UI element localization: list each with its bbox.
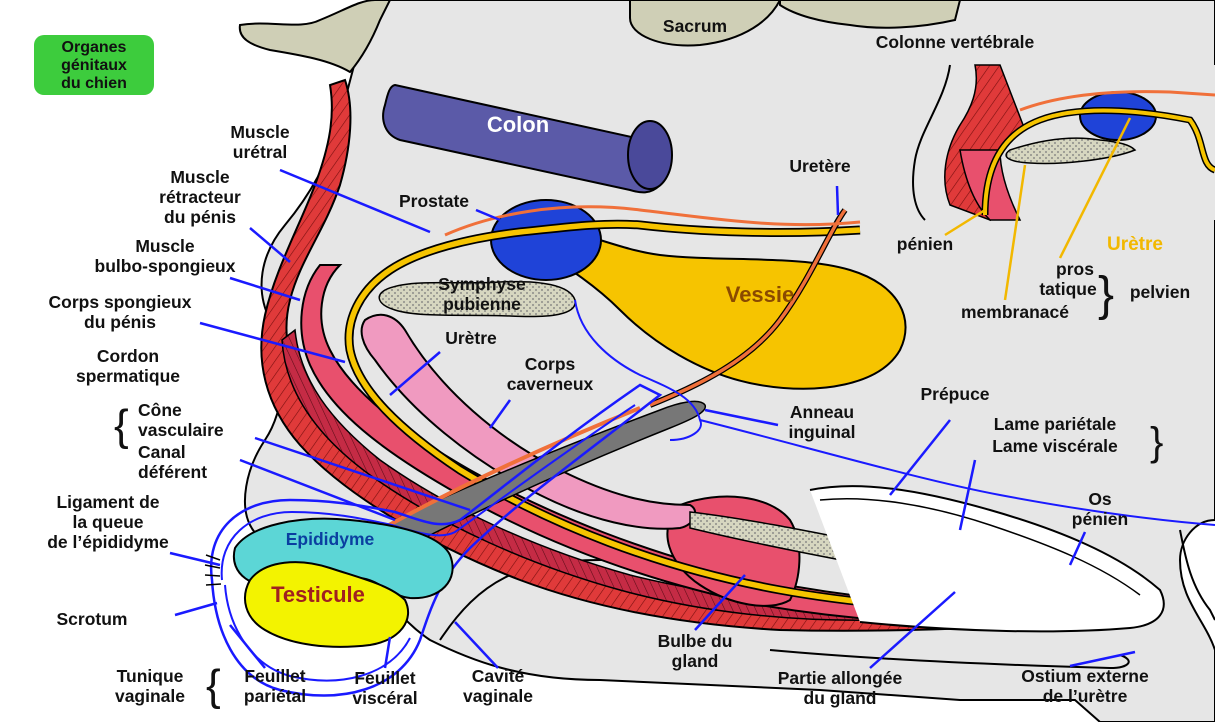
label-ostium-2: de l’urètre — [1043, 686, 1128, 706]
label-feuillet-vis-2: viscéral — [352, 688, 417, 708]
label-lame-par: Lame pariétale — [994, 414, 1117, 434]
label-cone-1: Cône — [138, 400, 182, 420]
label-brace-3: } — [1150, 420, 1163, 464]
title-line-1: Organes — [62, 39, 127, 56]
label-tunique-1: Tunique — [117, 666, 184, 686]
label-partie-2: du gland — [804, 688, 877, 708]
label-partie-1: Partie allongée — [778, 668, 903, 688]
label-retracteur-1: Muscle — [170, 167, 230, 187]
label-epididyme: Epididyme — [286, 529, 375, 549]
label-tunique-2: vaginale — [115, 686, 185, 706]
label-bulbo-2: bulbo-spongieux — [95, 256, 236, 276]
label-bulbe-1: Bulbe du — [658, 631, 733, 651]
label-brace-1: { — [114, 401, 129, 450]
title-line-2: génitaux — [61, 57, 127, 74]
title-line-3: du chien — [61, 75, 127, 92]
inset-brace: } — [1098, 268, 1114, 321]
label-testicule: Testicule — [271, 582, 365, 607]
label-anneau-2: inguinal — [788, 422, 855, 442]
label-bulbe-2: gland — [672, 651, 719, 671]
label-symphyse-1: Symphyse — [438, 274, 526, 294]
label-scrotum: Scrotum — [57, 609, 128, 629]
label-feuillet-par-1: Feuillet — [244, 666, 305, 686]
label-caverneux-2: caverneux — [507, 374, 594, 394]
title-badge: Organes génitaux du chien — [34, 35, 154, 95]
label-vessie: Vessie — [726, 282, 795, 307]
label-uretere: Uretère — [789, 156, 851, 176]
label-muscle-uretral-1: Muscle — [230, 122, 290, 142]
label-canal-1: Canal — [138, 442, 186, 462]
label-prepuce: Prépuce — [920, 384, 989, 404]
label-cavite-2: vaginale — [463, 686, 533, 706]
label-symphyse-2: pubienne — [443, 294, 521, 314]
label-retracteur-3: du pénis — [164, 207, 236, 227]
label-ligament-2: la queue — [73, 512, 144, 532]
label-os-1: Os — [1088, 489, 1112, 509]
label-caverneux-1: Corps — [525, 354, 576, 374]
label-cordon-2: spermatique — [76, 366, 180, 386]
label-colon: Colon — [487, 112, 549, 137]
label-cavite-1: Cavité — [472, 666, 525, 686]
inset-label-uretre: Urètre — [1107, 234, 1163, 255]
label-retracteur-2: rétracteur — [159, 187, 241, 207]
label-cordon-1: Cordon — [97, 346, 159, 366]
label-bulbo-1: Muscle — [135, 236, 195, 256]
label-colonne: Colonne vertébrale — [876, 32, 1035, 52]
label-ligament-1: Ligament de — [56, 492, 159, 512]
label-canal-2: déférent — [138, 462, 207, 482]
prostate — [491, 200, 601, 280]
label-lame-vis: Lame viscérale — [992, 436, 1118, 456]
inset-label-pelvien: pelvien — [1130, 282, 1190, 302]
label-os-2: pénien — [1072, 509, 1128, 529]
label-brace-2: { — [206, 661, 221, 710]
inset-label-pros: pros — [1056, 259, 1094, 279]
label-ostium-1: Ostium externe — [1021, 666, 1149, 686]
label-prostate: Prostate — [399, 191, 469, 211]
inset-label-tatique: tatique — [1039, 279, 1097, 299]
label-anneau-1: Anneau — [790, 402, 854, 422]
label-sacrum: Sacrum — [663, 16, 727, 36]
label-feuillet-vis-1: Feuillet — [354, 668, 415, 688]
label-muscle-uretral-2: urétral — [233, 142, 287, 162]
label-spongieux-2: du pénis — [84, 312, 156, 332]
label-spongieux-1: Corps spongieux — [49, 292, 192, 312]
label-uretre: Urètre — [445, 328, 497, 348]
label-cone-2: vasculaire — [138, 420, 224, 440]
inset-label-membranace: membranacé — [961, 302, 1069, 322]
label-ligament-3: de l’épididyme — [47, 532, 169, 552]
label-feuillet-par-2: pariétal — [244, 686, 306, 706]
inset-label-penien: pénien — [897, 234, 953, 254]
